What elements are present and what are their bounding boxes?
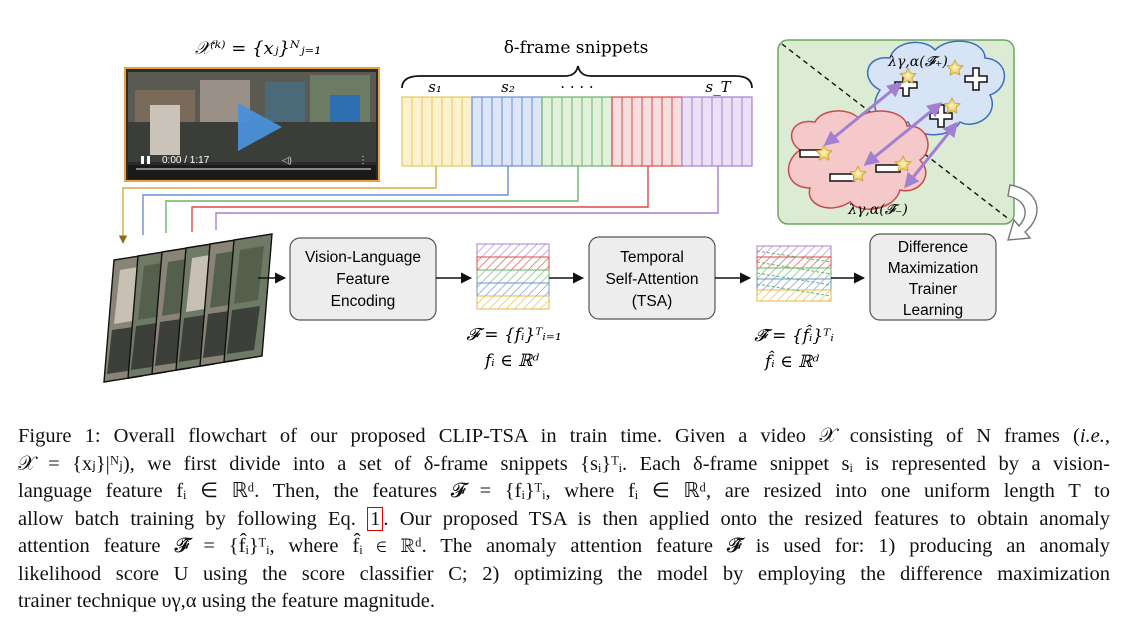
caption-line-4: allow batch training by following Eq. 1.… [18, 506, 1110, 531]
caption-line-5: attention feature 𝓕̂ = {f̂ᵢ}ᵀᵢ, where f̂… [18, 535, 1110, 557]
frame-stack [103, 233, 273, 383]
snippets-brace [401, 65, 753, 89]
lambda-minus: λγ,α(𝓕̌₋) [847, 202, 908, 218]
feature-stack [476, 243, 550, 310]
snippets-heading: δ-frame snippets [504, 38, 649, 58]
svg-text:Trainer: Trainer [909, 281, 958, 298]
Fhat-definition: 𝓕̂ = {f̂ᵢ}ᵀᵢ [754, 325, 834, 346]
snippet-group-2 [471, 96, 543, 167]
snippet-strip [401, 96, 753, 167]
tsa-box: Temporal Self-Attention (TSA) [588, 236, 716, 320]
vl-encoding-box: Vision-Language Feature Encoding [289, 237, 437, 321]
snippet-group-1 [401, 96, 473, 167]
pause-icon[interactable] [141, 156, 144, 164]
video-progress-track[interactable] [136, 168, 371, 170]
magnitude-panel: λγ,α(𝓕̌₊) λγ,α(𝓕̌₋) [777, 39, 1015, 225]
lambda-plus: λγ,α(𝓕̌₊) [887, 54, 948, 70]
svg-text:Difference: Difference [898, 239, 968, 256]
snippet-group-5 [681, 96, 753, 167]
svg-text:Vision-Language: Vision-Language [305, 249, 421, 266]
snippet-connectors [118, 166, 719, 244]
video-timestamp: 0:00 / 1:17 [162, 155, 210, 166]
caption-line-6: likelihood score U using the score class… [18, 562, 1110, 585]
caption-line-3: language feature fᵢ ∈ ℝᵈ. Then, the feat… [18, 480, 1110, 502]
attention-feature-stack [756, 245, 832, 302]
figure-caption: Figure 1: Overall flowchart of our propo… [18, 423, 1110, 616]
svg-text:(TSA): (TSA) [632, 293, 672, 310]
svg-text:Learning: Learning [903, 302, 963, 319]
svg-text:Self-Attention: Self-Attention [605, 271, 698, 288]
feedback-arrow [1007, 184, 1038, 241]
volume-icon[interactable]: ◁) [282, 155, 292, 165]
snippet-label-s2: s₂ [501, 78, 515, 96]
caption-line-1: Figure 1: Overall flowchart of our propo… [18, 425, 1110, 447]
snippet-group-4 [611, 96, 683, 167]
equation-ref-link[interactable]: 1 [367, 506, 384, 531]
video-title-math: 𝒳⁽ᵏ⁾ = {xⱼ}ᴺⱼ₌₁ [195, 38, 322, 59]
F-definition: 𝓕 = {fᵢ}ᵀᵢ₌₁ [466, 325, 561, 345]
fhat-in-Rd: f̂ᵢ ∈ ℝᵈ [763, 351, 819, 372]
snippet-group-3 [541, 96, 613, 167]
caption-line-2: 𝒳 = {xⱼ}|ᴺⱼ), we first divide into a set… [18, 452, 1110, 475]
f-in-Rd: fᵢ ∈ ℝᵈ [483, 351, 539, 371]
caption-line-7: trainer technique υγ,α using the feature… [18, 590, 436, 612]
margin-arrows [823, 82, 958, 189]
more-options-icon[interactable]: ⋮ [358, 155, 368, 166]
video-frame [223, 233, 273, 363]
video-player[interactable]: 0:00 / 1:17 ◁) ⋮ [124, 67, 380, 182]
svg-text:Encoding: Encoding [331, 293, 396, 310]
svg-text:Maximization: Maximization [888, 260, 978, 277]
snippet-label-dots: · · · · [560, 78, 593, 96]
clip-tsa-flowchart: 𝒳⁽ᵏ⁾ = {xⱼ}ᴺⱼ₌₁ 0:00 / 1:17 ◁) ⋮ δ-frame… [103, 38, 1038, 383]
svg-text:Feature: Feature [336, 271, 389, 288]
snippet-label-sT: s_T [705, 78, 731, 96]
difference-maximization-box: Difference Maximization Trainer Learning [869, 233, 997, 321]
svg-text:Temporal: Temporal [620, 249, 684, 266]
snippet-label-s1: s₁ [428, 78, 442, 96]
play-icon[interactable] [238, 103, 282, 151]
